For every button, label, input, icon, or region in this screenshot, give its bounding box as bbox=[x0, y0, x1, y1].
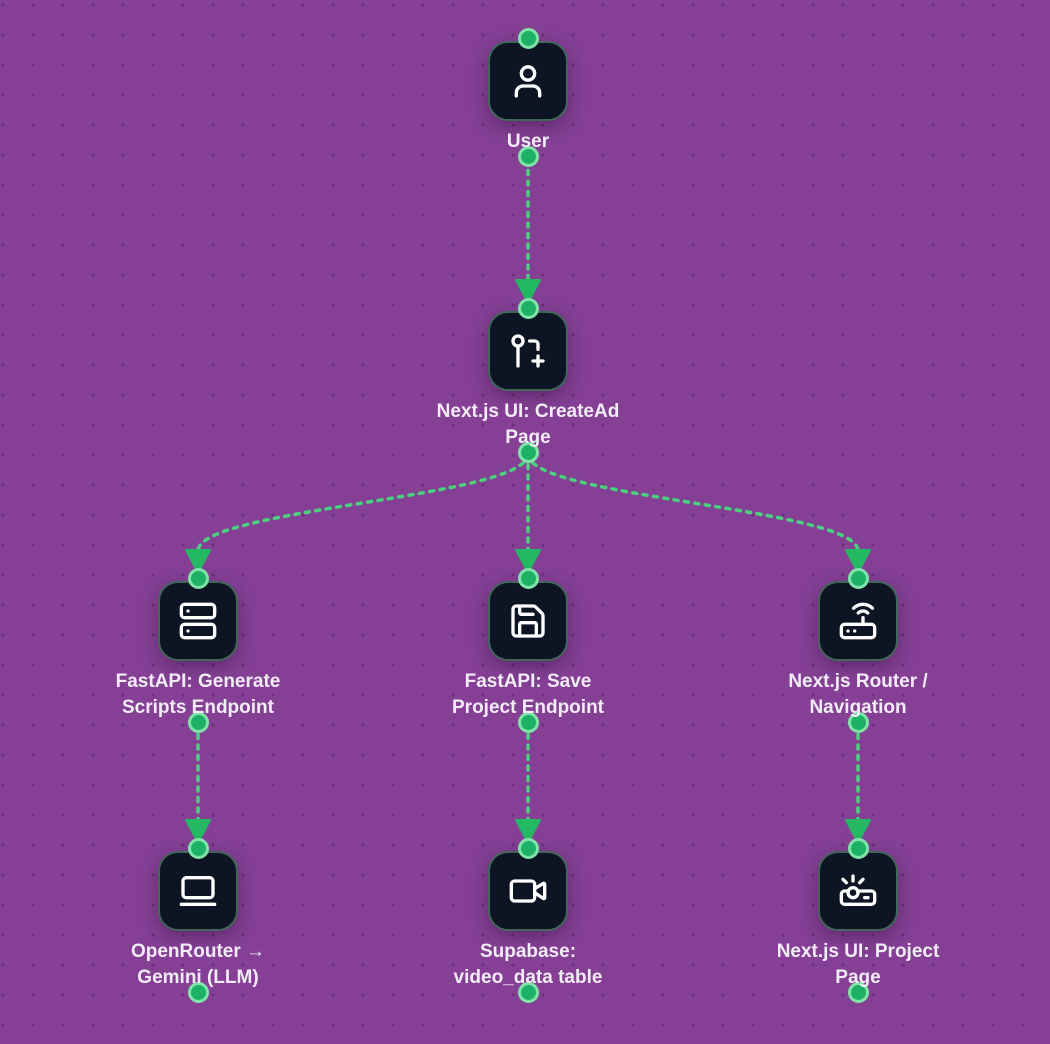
arrowhead-icon bbox=[515, 279, 541, 301]
source-handle[interactable] bbox=[517, 712, 539, 733]
node-icon-box bbox=[488, 581, 568, 661]
label-line: video_data table bbox=[453, 967, 603, 988]
node-label: Next.js UI: Project Page bbox=[777, 939, 940, 991]
node-label: Next.js UI: CreateAd Page bbox=[437, 399, 620, 451]
source-handle[interactable] bbox=[847, 712, 869, 733]
edge-createad-fastapi-generate[interactable] bbox=[196, 452, 530, 553]
server-icon bbox=[179, 602, 217, 640]
node-label: Next.js Router / Navigation bbox=[788, 669, 927, 721]
save-icon bbox=[511, 604, 545, 638]
user-icon bbox=[514, 65, 542, 98]
node-supabase-table[interactable]: Supabase: video_data table bbox=[428, 838, 628, 1003]
laptop-icon bbox=[179, 876, 217, 906]
video-camera-icon bbox=[509, 879, 547, 903]
node-fastapi-generate[interactable]: FastAPI: Generate Scripts Endpoint bbox=[98, 568, 298, 733]
node-nextjs-router[interactable]: Next.js Router / Navigation bbox=[758, 568, 958, 733]
node-icon-box bbox=[818, 851, 898, 931]
node-label: Supabase: video_data table bbox=[454, 939, 603, 991]
source-handle[interactable] bbox=[847, 982, 869, 1003]
arrowhead-icon bbox=[185, 819, 211, 841]
node-icon-box bbox=[488, 311, 568, 391]
arrowhead-icon bbox=[515, 549, 541, 571]
node-icon-box bbox=[488, 41, 568, 121]
source-handle[interactable] bbox=[187, 982, 209, 1003]
target-handle[interactable] bbox=[847, 838, 869, 859]
source-handle[interactable] bbox=[517, 442, 539, 463]
label-line: OpenRouter → bbox=[130, 941, 266, 962]
target-handle[interactable] bbox=[847, 568, 869, 589]
label-line: Gemini (LLM) bbox=[137, 967, 259, 988]
label-line: Next.js UI: CreateAd bbox=[436, 401, 620, 422]
label-line: Page bbox=[505, 427, 551, 448]
node-label: FastAPI: Save Project Endpoint bbox=[452, 669, 604, 721]
source-handle[interactable] bbox=[517, 146, 539, 167]
node-label: OpenRouter → Gemini (LLM) bbox=[131, 939, 265, 991]
node-label: User bbox=[507, 129, 549, 155]
label-line: Supabase: bbox=[479, 941, 577, 962]
label-line: User bbox=[506, 131, 550, 152]
projector-icon bbox=[839, 874, 877, 906]
node-icon-box bbox=[158, 581, 238, 661]
source-handle[interactable] bbox=[517, 982, 539, 1003]
arrowhead-icon bbox=[845, 819, 871, 841]
label-line: Next.js Router / bbox=[788, 671, 928, 692]
label-line: Page bbox=[835, 967, 881, 988]
target-handle[interactable] bbox=[517, 838, 539, 859]
node-fastapi-save[interactable]: FastAPI: Save Project Endpoint bbox=[428, 568, 628, 733]
router-icon bbox=[839, 602, 877, 640]
node-icon-box bbox=[818, 581, 898, 661]
target-handle[interactable] bbox=[187, 838, 209, 859]
label-line: Scripts Endpoint bbox=[121, 697, 274, 718]
node-openrouter-gemini[interactable]: OpenRouter → Gemini (LLM) bbox=[98, 838, 298, 1003]
arrowhead-icon bbox=[515, 819, 541, 841]
git-pull-request-create-icon bbox=[511, 334, 545, 368]
target-handle[interactable] bbox=[517, 28, 539, 49]
target-handle[interactable] bbox=[517, 298, 539, 319]
target-handle[interactable] bbox=[517, 568, 539, 589]
label-line: FastAPI: Generate bbox=[115, 671, 281, 692]
arrowhead-icon bbox=[185, 549, 211, 571]
label-line: Next.js UI: Project bbox=[776, 941, 940, 962]
label-line: Navigation bbox=[809, 697, 907, 718]
node-project-page[interactable]: Next.js UI: Project Page bbox=[758, 838, 958, 1003]
node-icon-box bbox=[158, 851, 238, 931]
source-handle[interactable] bbox=[187, 712, 209, 733]
node-createad-page[interactable]: Next.js UI: CreateAd Page bbox=[428, 298, 628, 463]
node-label: FastAPI: Generate Scripts Endpoint bbox=[116, 669, 281, 721]
edge-createad-nextjs-router[interactable] bbox=[526, 452, 860, 553]
target-handle[interactable] bbox=[187, 568, 209, 589]
node-icon-box bbox=[488, 851, 568, 931]
arrowhead-icon bbox=[845, 549, 871, 571]
node-user[interactable]: User bbox=[428, 28, 628, 167]
label-line: FastAPI: Save bbox=[464, 671, 592, 692]
label-line: Project Endpoint bbox=[452, 697, 604, 718]
